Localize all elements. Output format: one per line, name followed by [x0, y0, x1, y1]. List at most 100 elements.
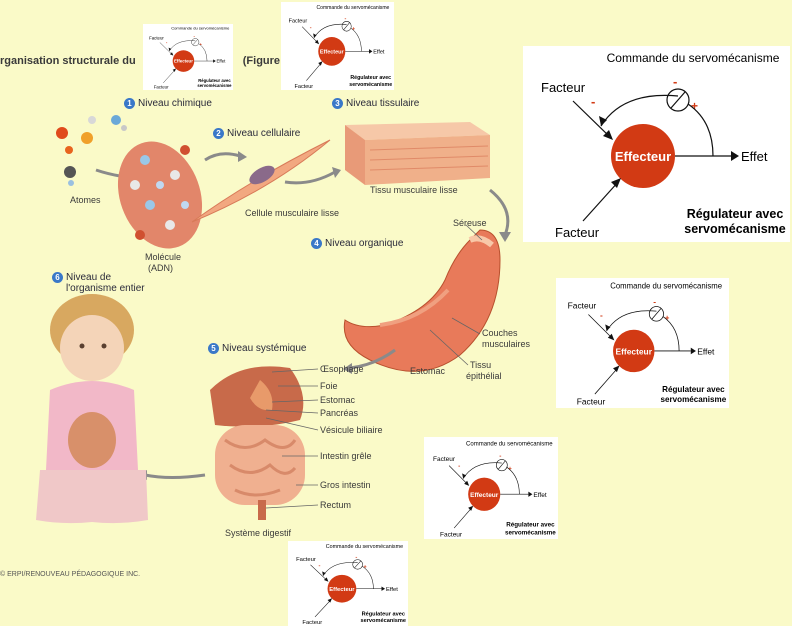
regulator-facteur-bottom: Facteur	[577, 397, 606, 407]
level-badge: 6	[52, 272, 63, 283]
regulator-svg: Commande du servomécanisme Facteur - - +…	[296, 544, 406, 626]
regulator-effecteur: Effecteur	[470, 492, 499, 499]
regulator-minus-1: -	[166, 40, 168, 45]
level-text: Niveau chimique	[138, 98, 212, 109]
regulator-facteur-bottom: Facteur	[295, 84, 314, 90]
label-tissu-epi-1: Tissu	[470, 360, 492, 370]
level-6-label: 6 Niveau de l'organisme entier	[52, 272, 145, 294]
level-2-label: 2 Niveau cellulaire	[213, 128, 300, 139]
level-text: Niveau tissulaire	[346, 98, 420, 109]
label-gros-intestin: Gros intestin	[320, 480, 371, 490]
level-4-label: 4 Niveau organique	[311, 238, 403, 249]
regulator-commande: Commande du servomécanisme	[317, 5, 390, 11]
regulator-caption-2: servomécanisme	[197, 83, 232, 88]
regulator-minus-2: -	[344, 16, 346, 22]
regulator-svg: Commande du servomécanisme Facteur - - +…	[568, 282, 727, 407]
regulator-plus: +	[508, 465, 512, 472]
regulator-caption-1: Régulateur avec	[687, 207, 784, 221]
regulator-facteur-top: Facteur	[568, 300, 597, 310]
level-text-line2: l'organisme entier	[66, 283, 145, 294]
page-heading: rganisation structurale du (Figure	[0, 55, 280, 67]
label-foie: Foie	[320, 381, 338, 391]
stomach-organ	[343, 229, 501, 372]
regulator-effecteur: Effecteur	[616, 346, 653, 356]
regulator-plus: +	[364, 565, 367, 571]
label-estomac: Estomac	[320, 395, 356, 405]
regulator-caption-1: Régulateur avec	[362, 612, 405, 618]
regulator-diagram-3: Commande du servomécanisme Facteur - - +…	[424, 437, 558, 539]
label-estomac-organ: Estomac	[410, 366, 446, 376]
level-badge: 3	[332, 98, 343, 109]
regulator-minus-1: -	[458, 463, 460, 470]
regulator-caption-2: servomécanisme	[684, 222, 786, 236]
regulator-diagram-6: Commande du servomécanisme Facteur - - +…	[281, 2, 394, 90]
regulator-minus-2: -	[499, 453, 501, 460]
regulator-facteur-top: Facteur	[149, 35, 164, 40]
regulator-diagram-5: Commande du servomécanisme Facteur - - +…	[143, 24, 233, 90]
dna-molecule	[117, 141, 203, 249]
regulator-svg: Commande du servomécanisme Facteur - - +…	[433, 440, 556, 538]
child-figure	[36, 294, 148, 524]
regulator-minus-2: -	[673, 74, 677, 89]
level-badge: 1	[124, 98, 135, 109]
regulator-effet: Effet	[216, 59, 226, 64]
muscle-tissue-block	[345, 122, 490, 185]
label-rectum: Rectum	[320, 500, 352, 510]
level-3-label: 3 Niveau tissulaire	[332, 98, 419, 109]
regulator-minus-1: -	[319, 563, 321, 569]
label-oesophage: Œsophage	[320, 364, 364, 374]
regulator-caption-2: servomécanisme	[661, 395, 727, 404]
regulator-caption-1: Régulateur avec	[350, 75, 391, 81]
regulator-caption-1: Régulateur avec	[198, 78, 231, 83]
regulator-minus-2: -	[355, 554, 357, 560]
label-molecule-1: Molécule	[145, 252, 182, 262]
regulator-facteur-top: Facteur	[433, 456, 456, 463]
regulator-minus-1: -	[591, 94, 595, 109]
heading-suffix: (Figure	[242, 55, 281, 67]
regulator-diagram-4: Commande du servomécanisme Facteur - - +…	[288, 541, 408, 626]
regulator-minus-1: -	[600, 310, 603, 320]
regulator-svg: Commande du servomécanisme Facteur - - +…	[289, 5, 393, 90]
regulator-commande: Commande du servomécanisme	[610, 282, 722, 291]
regulator-facteur-top: Facteur	[541, 80, 586, 95]
label-intestin-grele: Intestin grêle	[320, 451, 372, 461]
label-cellule: Cellule musculaire lisse	[245, 208, 340, 218]
level-1-label: 1 Niveau chimique	[124, 98, 212, 109]
regulator-effet: Effet	[697, 346, 715, 356]
regulator-diagram-2: Commande du servomécanisme Facteur - - +…	[556, 278, 729, 408]
regulator-facteur-bottom: Facteur	[302, 620, 322, 626]
regulator-effet: Effet	[741, 149, 768, 164]
label-vesicule: Vésicule biliaire	[320, 425, 383, 435]
regulator-caption-1: Régulateur avec	[662, 385, 725, 394]
regulator-svg: Commande du servomécanisme Facteur - - +…	[541, 51, 786, 240]
regulator-commande: Commande du servomécanisme	[171, 25, 230, 30]
heading-text: rganisation structurale du	[0, 55, 136, 67]
regulator-svg: Commande du servomécanisme Facteur - - +…	[149, 25, 232, 89]
regulator-plus: +	[200, 42, 203, 47]
label-tissu-epi-2: épithélial	[466, 371, 502, 381]
regulator-caption-2: servomécanisme	[360, 618, 406, 624]
level-badge: 2	[213, 128, 224, 139]
label-couches-1: Couches	[482, 328, 518, 338]
level-text-line1: Niveau de	[66, 272, 112, 283]
regulator-effet: Effet	[533, 492, 546, 499]
regulator-caption-1: Régulateur avec	[506, 521, 555, 528]
copyright-text: © ERPI/RENOUVEAU PÉDAGOGIQUE INC.	[0, 571, 141, 578]
regulator-effecteur: Effecteur	[174, 59, 193, 64]
label-tissu: Tissu musculaire lisse	[370, 185, 458, 195]
level-text: Niveau systémique	[222, 343, 307, 354]
regulator-facteur-bottom: Facteur	[440, 531, 463, 538]
regulator-plus: +	[691, 99, 698, 113]
label-couches-2: musculaires	[482, 339, 531, 349]
regulator-effecteur: Effecteur	[615, 149, 671, 164]
label-atomes: Atomes	[70, 195, 101, 205]
regulator-caption-2: servomécanisme	[505, 529, 556, 536]
level-text: Niveau cellulaire	[227, 128, 301, 139]
regulator-effecteur: Effecteur	[329, 587, 355, 593]
level-5-label: 5 Niveau systémique	[208, 343, 306, 354]
label-sereuse: Séreuse	[453, 218, 487, 228]
regulator-effecteur: Effecteur	[320, 50, 345, 56]
regulator-facteur-bottom: Facteur	[154, 84, 169, 89]
